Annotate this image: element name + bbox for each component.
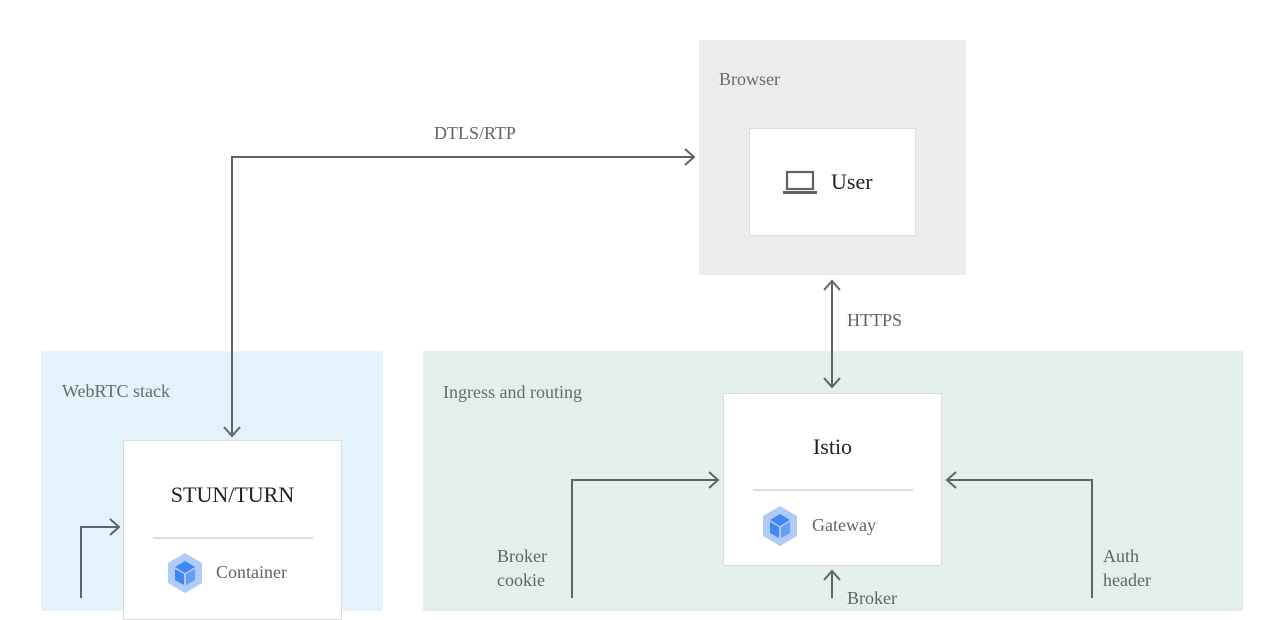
browser-region-label: Browser <box>719 69 780 89</box>
laptop-icon <box>782 169 818 197</box>
broker-bottom-label: Broker <box>847 588 897 608</box>
container-label: Container <box>216 562 287 582</box>
gateway-label: Gateway <box>812 515 876 535</box>
dtls-rtp-label: DTLS/RTP <box>434 123 516 143</box>
auth-header-label: Auth header <box>1103 544 1151 592</box>
auth-header-line-1: Auth <box>1103 546 1139 566</box>
https-arrowhead-up <box>823 279 841 291</box>
https-label: HTTPS <box>847 310 903 330</box>
broker-cookie-line-1: Broker <box>497 546 547 566</box>
dtls-arrowhead-right <box>684 148 696 166</box>
user-card: User <box>749 128 916 236</box>
istio-divider <box>753 489 913 491</box>
webrtc-region-label: WebRTC stack <box>62 381 170 401</box>
user-label: User <box>831 169 873 194</box>
stun-turn-divider <box>153 537 313 539</box>
istio-title: Istio <box>812 434 853 459</box>
ingress-region-label: Ingress and routing <box>443 382 582 402</box>
istio-card: Istio Gateway <box>723 393 942 566</box>
broker-cookie-line-2: cookie <box>497 570 545 590</box>
stun-turn-card: STUN/TURN Container <box>123 440 342 620</box>
stun-turn-title: STUN/TURN <box>170 482 295 507</box>
kubernetes-gateway-icon <box>761 505 799 547</box>
broker-cookie-label: Broker cookie <box>497 544 547 592</box>
auth-header-line-2: header <box>1103 570 1151 590</box>
kubernetes-container-icon <box>166 552 204 594</box>
